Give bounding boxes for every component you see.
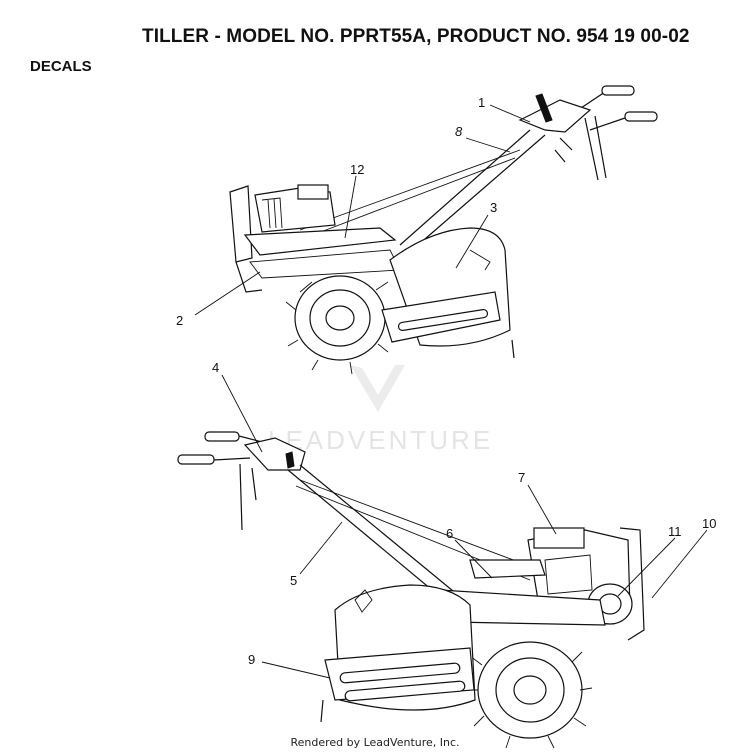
wheel-hub — [325, 305, 355, 331]
frame-side-panel — [243, 227, 397, 256]
front-bumper — [229, 185, 253, 263]
decal-plate — [469, 559, 546, 579]
handle-grip-lower-rubber — [624, 111, 658, 122]
wheel-tire — [477, 641, 583, 739]
callout-9: 9 — [248, 652, 255, 667]
callout-11: 11 — [668, 524, 682, 539]
callout-5: 5 — [290, 573, 297, 588]
callout-3: 3 — [490, 200, 497, 215]
callout-7: 7 — [518, 470, 525, 485]
handle-console — [518, 99, 592, 133]
depth-rod — [535, 93, 553, 123]
callout-6: 6 — [446, 526, 453, 541]
handle-lever — [239, 463, 257, 531]
wheel-tire — [294, 275, 386, 361]
handle-tube — [399, 129, 546, 253]
callout-1: 1 — [478, 95, 485, 110]
handle-lever — [584, 115, 607, 181]
page-title: TILLER - MODEL NO. PPRT55A, PRODUCT NO. … — [142, 26, 690, 47]
handle-tube — [287, 464, 471, 611]
tiller-top-view — [229, 85, 658, 375]
callout-labels: 1 2 3 4 5 6 7 8 9 10 11 12 — [176, 95, 716, 667]
handle-console — [243, 437, 306, 471]
top-callout-leaders — [194, 104, 531, 316]
section-heading: DECALS — [30, 58, 92, 75]
tiller-bottom-view — [177, 431, 645, 749]
handle-grip-left-rubber — [204, 431, 240, 442]
handle-grip-right-rubber — [177, 454, 215, 465]
control-cable — [299, 149, 521, 239]
wheel-hub — [513, 675, 547, 705]
handle-grip-lower — [589, 117, 626, 131]
watermark-logo — [350, 365, 405, 412]
handle-grip-upper-rubber — [601, 85, 635, 96]
bottom-callout-leaders — [221, 374, 708, 679]
callout-4: 4 — [212, 360, 219, 375]
engine-cap — [297, 184, 329, 200]
engine-air-filter — [533, 527, 585, 549]
callout-2: 2 — [176, 313, 183, 328]
front-bumper — [619, 527, 645, 641]
footer-credit: Rendered by LeadVenture, Inc. — [290, 736, 460, 749]
callout-12: 12 — [350, 162, 364, 177]
callout-8: 8 — [455, 124, 463, 139]
callout-10: 10 — [702, 516, 716, 531]
watermark-text: LEADVENTURE — [268, 425, 494, 455]
